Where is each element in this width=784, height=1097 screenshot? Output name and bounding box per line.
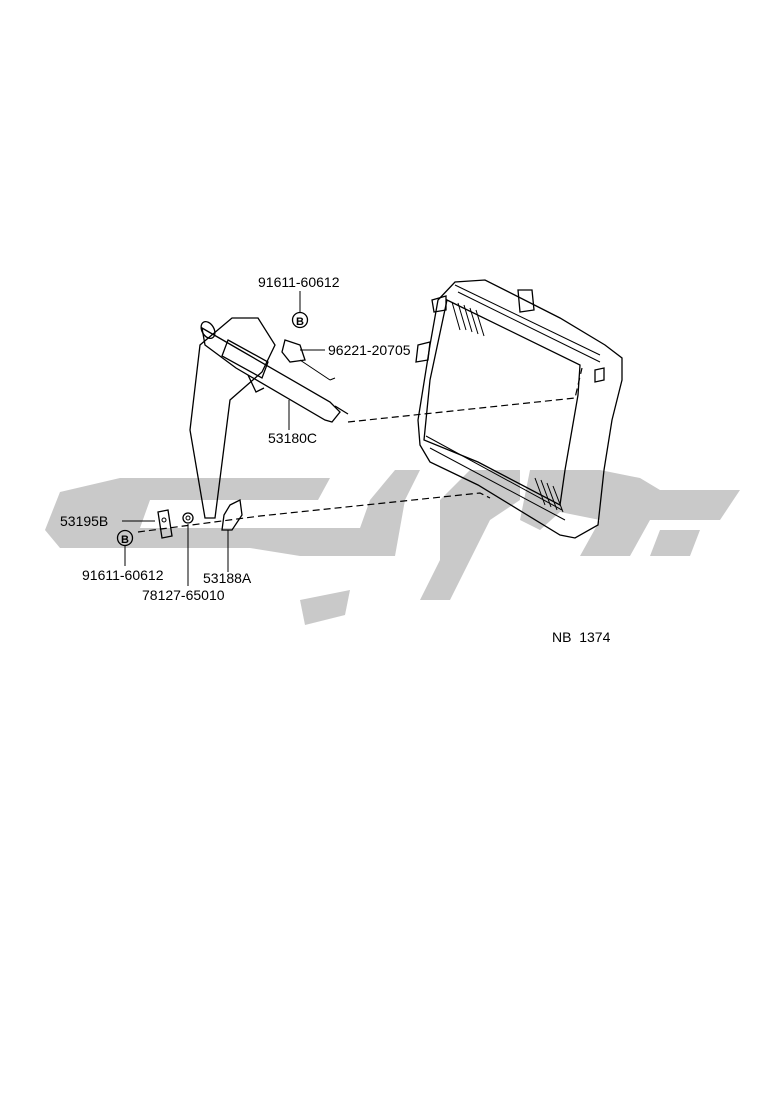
label-78127-65010: 78127-65010: [142, 587, 225, 603]
assembly-lines: [137, 367, 583, 533]
label-96221-20705: 96221-20705: [328, 342, 411, 358]
label-53195b: 53195B: [60, 513, 108, 529]
label-53188a: 53188A: [203, 570, 252, 586]
figure-code: NB 1374: [552, 629, 611, 645]
marker-b-top: B: [296, 316, 304, 328]
watermark-logo: [45, 470, 740, 625]
label-53180c: 53180C: [268, 430, 317, 446]
radiator-assembly: [415, 279, 623, 539]
clip-78127-drawing: [182, 512, 194, 524]
label-91611-60612-bottom: 91611-60612: [82, 567, 164, 583]
bracket-53188a-drawing: [221, 499, 243, 531]
label-91611-60612-top: 91611-60612: [258, 274, 340, 290]
marker-b-bottom: B: [121, 534, 129, 546]
leader-lines: [116, 291, 325, 586]
reservoir-tank-drawing: [189, 317, 349, 519]
